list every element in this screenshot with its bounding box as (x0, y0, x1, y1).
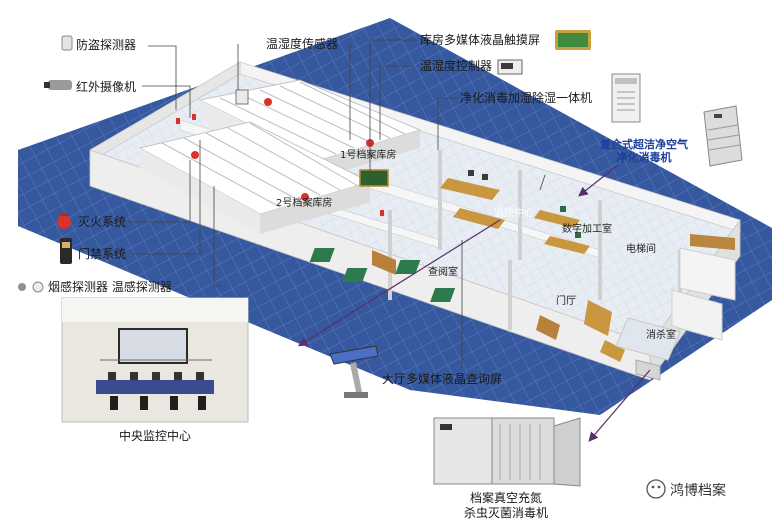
touch-screen-icon (555, 30, 591, 50)
temp-humidity-sensor-label: 温湿度传感器 (266, 37, 339, 51)
central-monitor-photo (61, 297, 249, 423)
lobby-screen-label: 大厅多媒体液晶查询屏 (382, 372, 503, 386)
room-lobby: 门厅 (556, 296, 576, 307)
smoke-temp-detector-label: 烟感探测器 温感探测器 (48, 280, 172, 294)
access-system-label: 门禁系统 (78, 247, 127, 261)
anti-theft-label: 防盗探测器 (76, 38, 137, 52)
reading-room-furniture (309, 248, 456, 302)
room-elevator: 电梯间 (626, 244, 656, 255)
room-monitor-center: 监控中心 (494, 208, 534, 219)
purple-arrows (297, 164, 651, 442)
purifier-unit-icon (611, 73, 641, 123)
access-control-icon (60, 238, 72, 264)
central-monitor-caption: 中央监控中心 (118, 429, 191, 443)
temp-controller-icon (497, 59, 523, 75)
purifier-unit-label: 净化消毒加湿除湿一体机 (460, 91, 593, 105)
brand-name: 鸿博档案 (670, 483, 726, 499)
monitor-center-furniture (440, 170, 505, 229)
fire-system-label: 灭火系统 (78, 215, 127, 229)
temp-humidity-controller-label: 温湿度控制器 (420, 59, 493, 73)
archive-touch-screen-small (359, 169, 389, 187)
lobby-kiosk-icon (329, 345, 379, 398)
digital-room-furniture (534, 206, 590, 254)
room-archive2: 2号档案库房 (276, 198, 333, 209)
leader-lines (128, 39, 546, 368)
ir-camera-icon (44, 80, 72, 90)
elevator-shafts (671, 234, 736, 341)
smoke-temp-detector-icons (18, 281, 44, 293)
fire-system-icon (57, 213, 71, 229)
vacuum-machine-icon (433, 417, 581, 487)
lobby-furniture (536, 300, 625, 362)
room-reading: 查阅室 (428, 267, 458, 278)
vacuum-machine-caption-1: 档案真空充氮 (469, 491, 542, 505)
ir-camera-label: 红外摄像机 (76, 80, 137, 94)
disinfect-room-interior (615, 317, 681, 381)
air-sterilizer-icon (703, 105, 743, 167)
wall-signage (176, 114, 384, 216)
vacuum-machine-caption-2: 杀虫灭菌消毒机 (463, 506, 548, 520)
room-disinfect: 消杀室 (646, 330, 676, 341)
anti-theft-detector-icon (61, 35, 73, 51)
brand-logo-icon (646, 479, 666, 499)
touch-screen-label: 库房多媒体液晶触摸屏 (420, 33, 541, 47)
air-sterilizer-label: 复合式超洁净空气净化消毒机 (600, 138, 688, 164)
room-digital: 数字加工室 (562, 224, 612, 235)
room-archive1: 1号档案库房 (340, 150, 397, 161)
